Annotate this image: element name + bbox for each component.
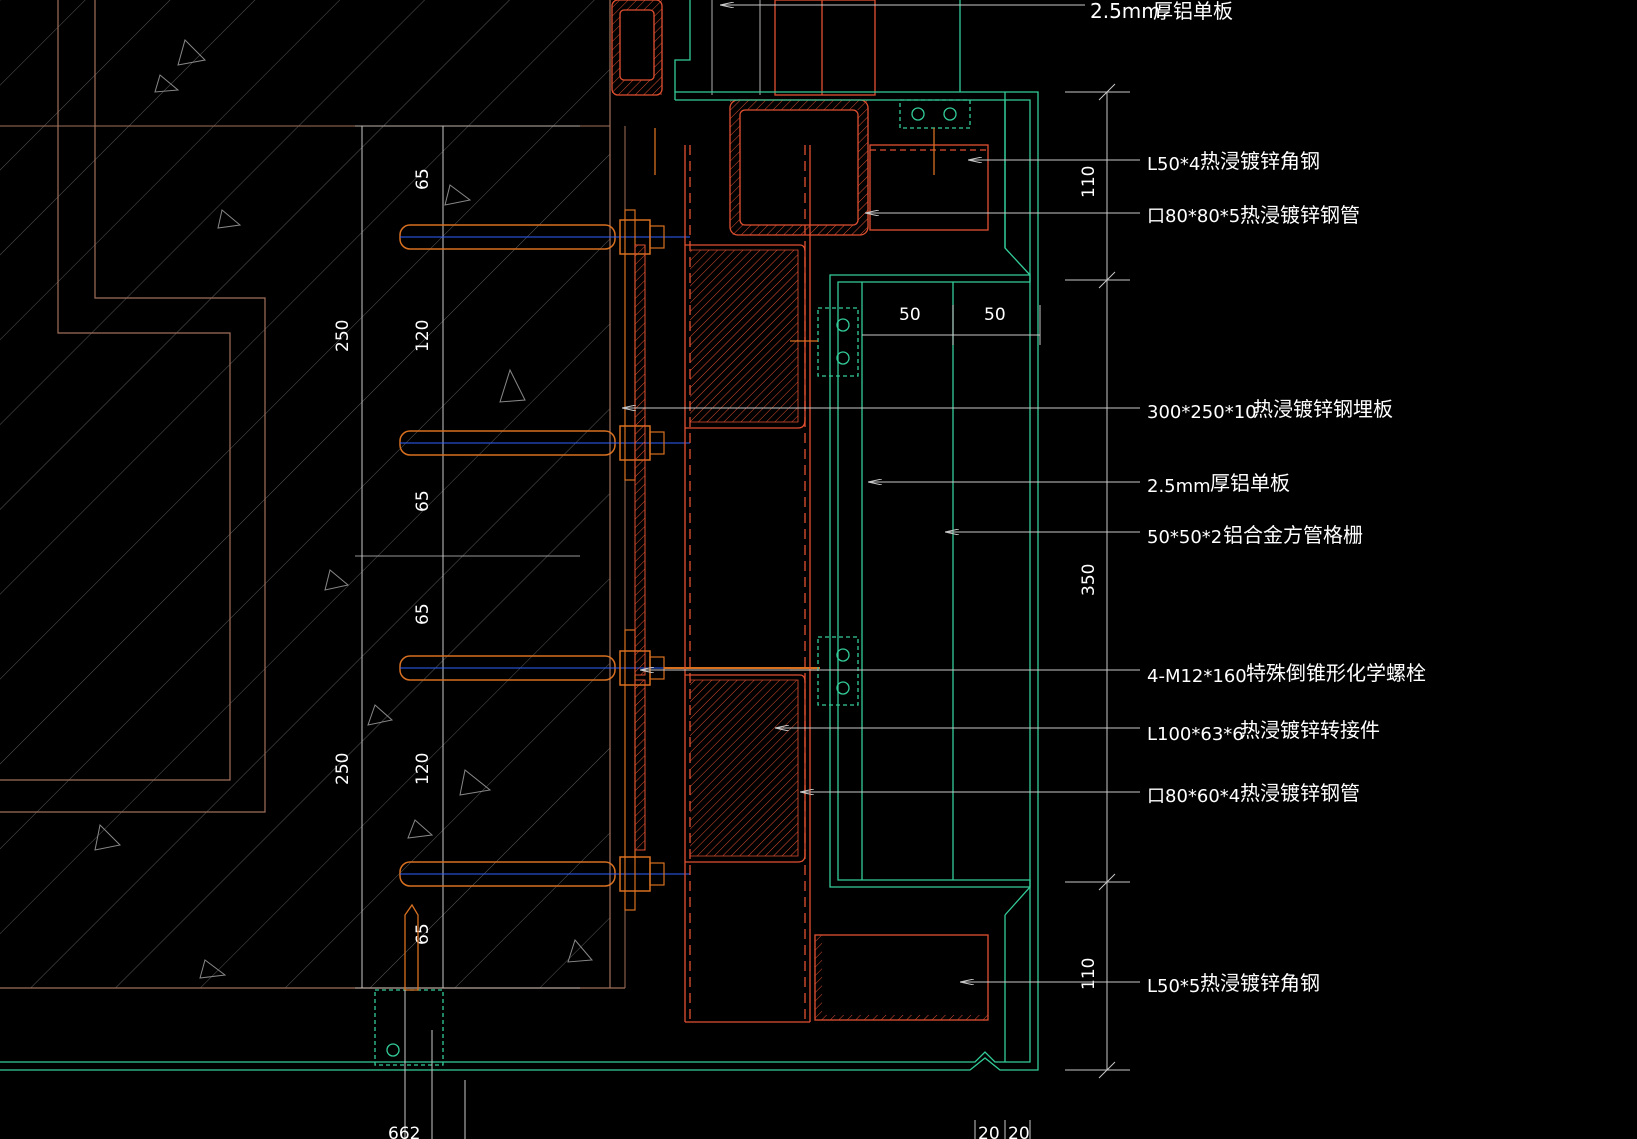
label-angle-bottom-spec: L50*5 xyxy=(1147,976,1200,997)
label-bolt-spec: 4-M12*160 xyxy=(1147,666,1247,687)
dim-662: 662 xyxy=(388,1124,420,1139)
concrete-structure xyxy=(0,0,626,989)
dim-120-a: 120 xyxy=(413,320,433,352)
label-embed-plate-material: 热浸镀锌钢埋板 xyxy=(1253,397,1393,421)
label-embed-plate-spec: 300*250*10 xyxy=(1147,402,1257,423)
label-angle-top-material: 热浸镀锌角钢 xyxy=(1200,149,1320,173)
dim-350: 350 xyxy=(1079,564,1099,596)
annotations: 2.5mm 厚铝单板 L50*4 热浸镀锌角钢 口80*80*5 热浸镀锌钢管 … xyxy=(1090,0,1426,997)
anchor-bolt-1 xyxy=(399,219,690,255)
dim-110-top: 110 xyxy=(1079,166,1099,198)
dim-50-a: 50 xyxy=(899,305,921,325)
steel-frame xyxy=(611,0,989,1023)
dim-65-a: 65 xyxy=(413,168,433,190)
aluminum-panels xyxy=(0,0,1039,1071)
label-top-panel-thickness: 2.5mm xyxy=(1090,0,1161,23)
embed-plate xyxy=(624,209,646,911)
anchor-bolt-2 xyxy=(399,425,690,461)
label-connector-spec: L100*63*6 xyxy=(1147,724,1244,745)
label-tube-low-material: 热浸镀锌钢管 xyxy=(1240,781,1360,805)
label-grille-material: 铝合金方管格栅 xyxy=(1223,523,1363,547)
anchor-bolt-4 xyxy=(399,856,690,892)
dim-50-b: 50 xyxy=(984,305,1006,325)
label-panel-mid-thickness: 2.5mm xyxy=(1147,476,1211,497)
dim-65-d: 65 xyxy=(413,923,433,945)
dim-20-b: 20 xyxy=(1008,1124,1030,1139)
label-top-panel-material: 厚铝单板 xyxy=(1153,0,1233,23)
dim-65-b: 65 xyxy=(413,490,433,512)
left-dimension-labels: 65 120 65 250 65 120 65 250 xyxy=(333,168,433,945)
dim-20-a: 20 xyxy=(978,1124,1000,1139)
label-connector-material: 热浸镀锌转接件 xyxy=(1240,718,1380,742)
label-grille-spec: 50*50*2 xyxy=(1147,527,1222,548)
dim-250-a: 250 xyxy=(333,320,353,352)
label-bolt-material: 特殊倒锥形化学螺栓 xyxy=(1246,661,1426,685)
label-angle-bottom-material: 热浸镀锌角钢 xyxy=(1200,971,1320,995)
dim-250-b: 250 xyxy=(333,753,353,785)
right-dimension-lines xyxy=(404,83,1130,1139)
label-angle-top-spec: L50*4 xyxy=(1147,154,1200,175)
label-tube-top-spec: 口80*80*5 xyxy=(1147,206,1240,227)
dim-120-b: 120 xyxy=(413,753,433,785)
label-panel-mid-material: 厚铝单板 xyxy=(1210,471,1290,495)
leader-lines xyxy=(622,5,1140,982)
label-tube-top-material: 热浸镀锌钢管 xyxy=(1240,203,1360,227)
dim-110-bottom: 110 xyxy=(1079,958,1099,990)
label-tube-low-spec: 口80*60*4 xyxy=(1147,786,1240,807)
dim-65-c: 65 xyxy=(413,603,433,625)
left-dimension-lines xyxy=(355,125,580,989)
